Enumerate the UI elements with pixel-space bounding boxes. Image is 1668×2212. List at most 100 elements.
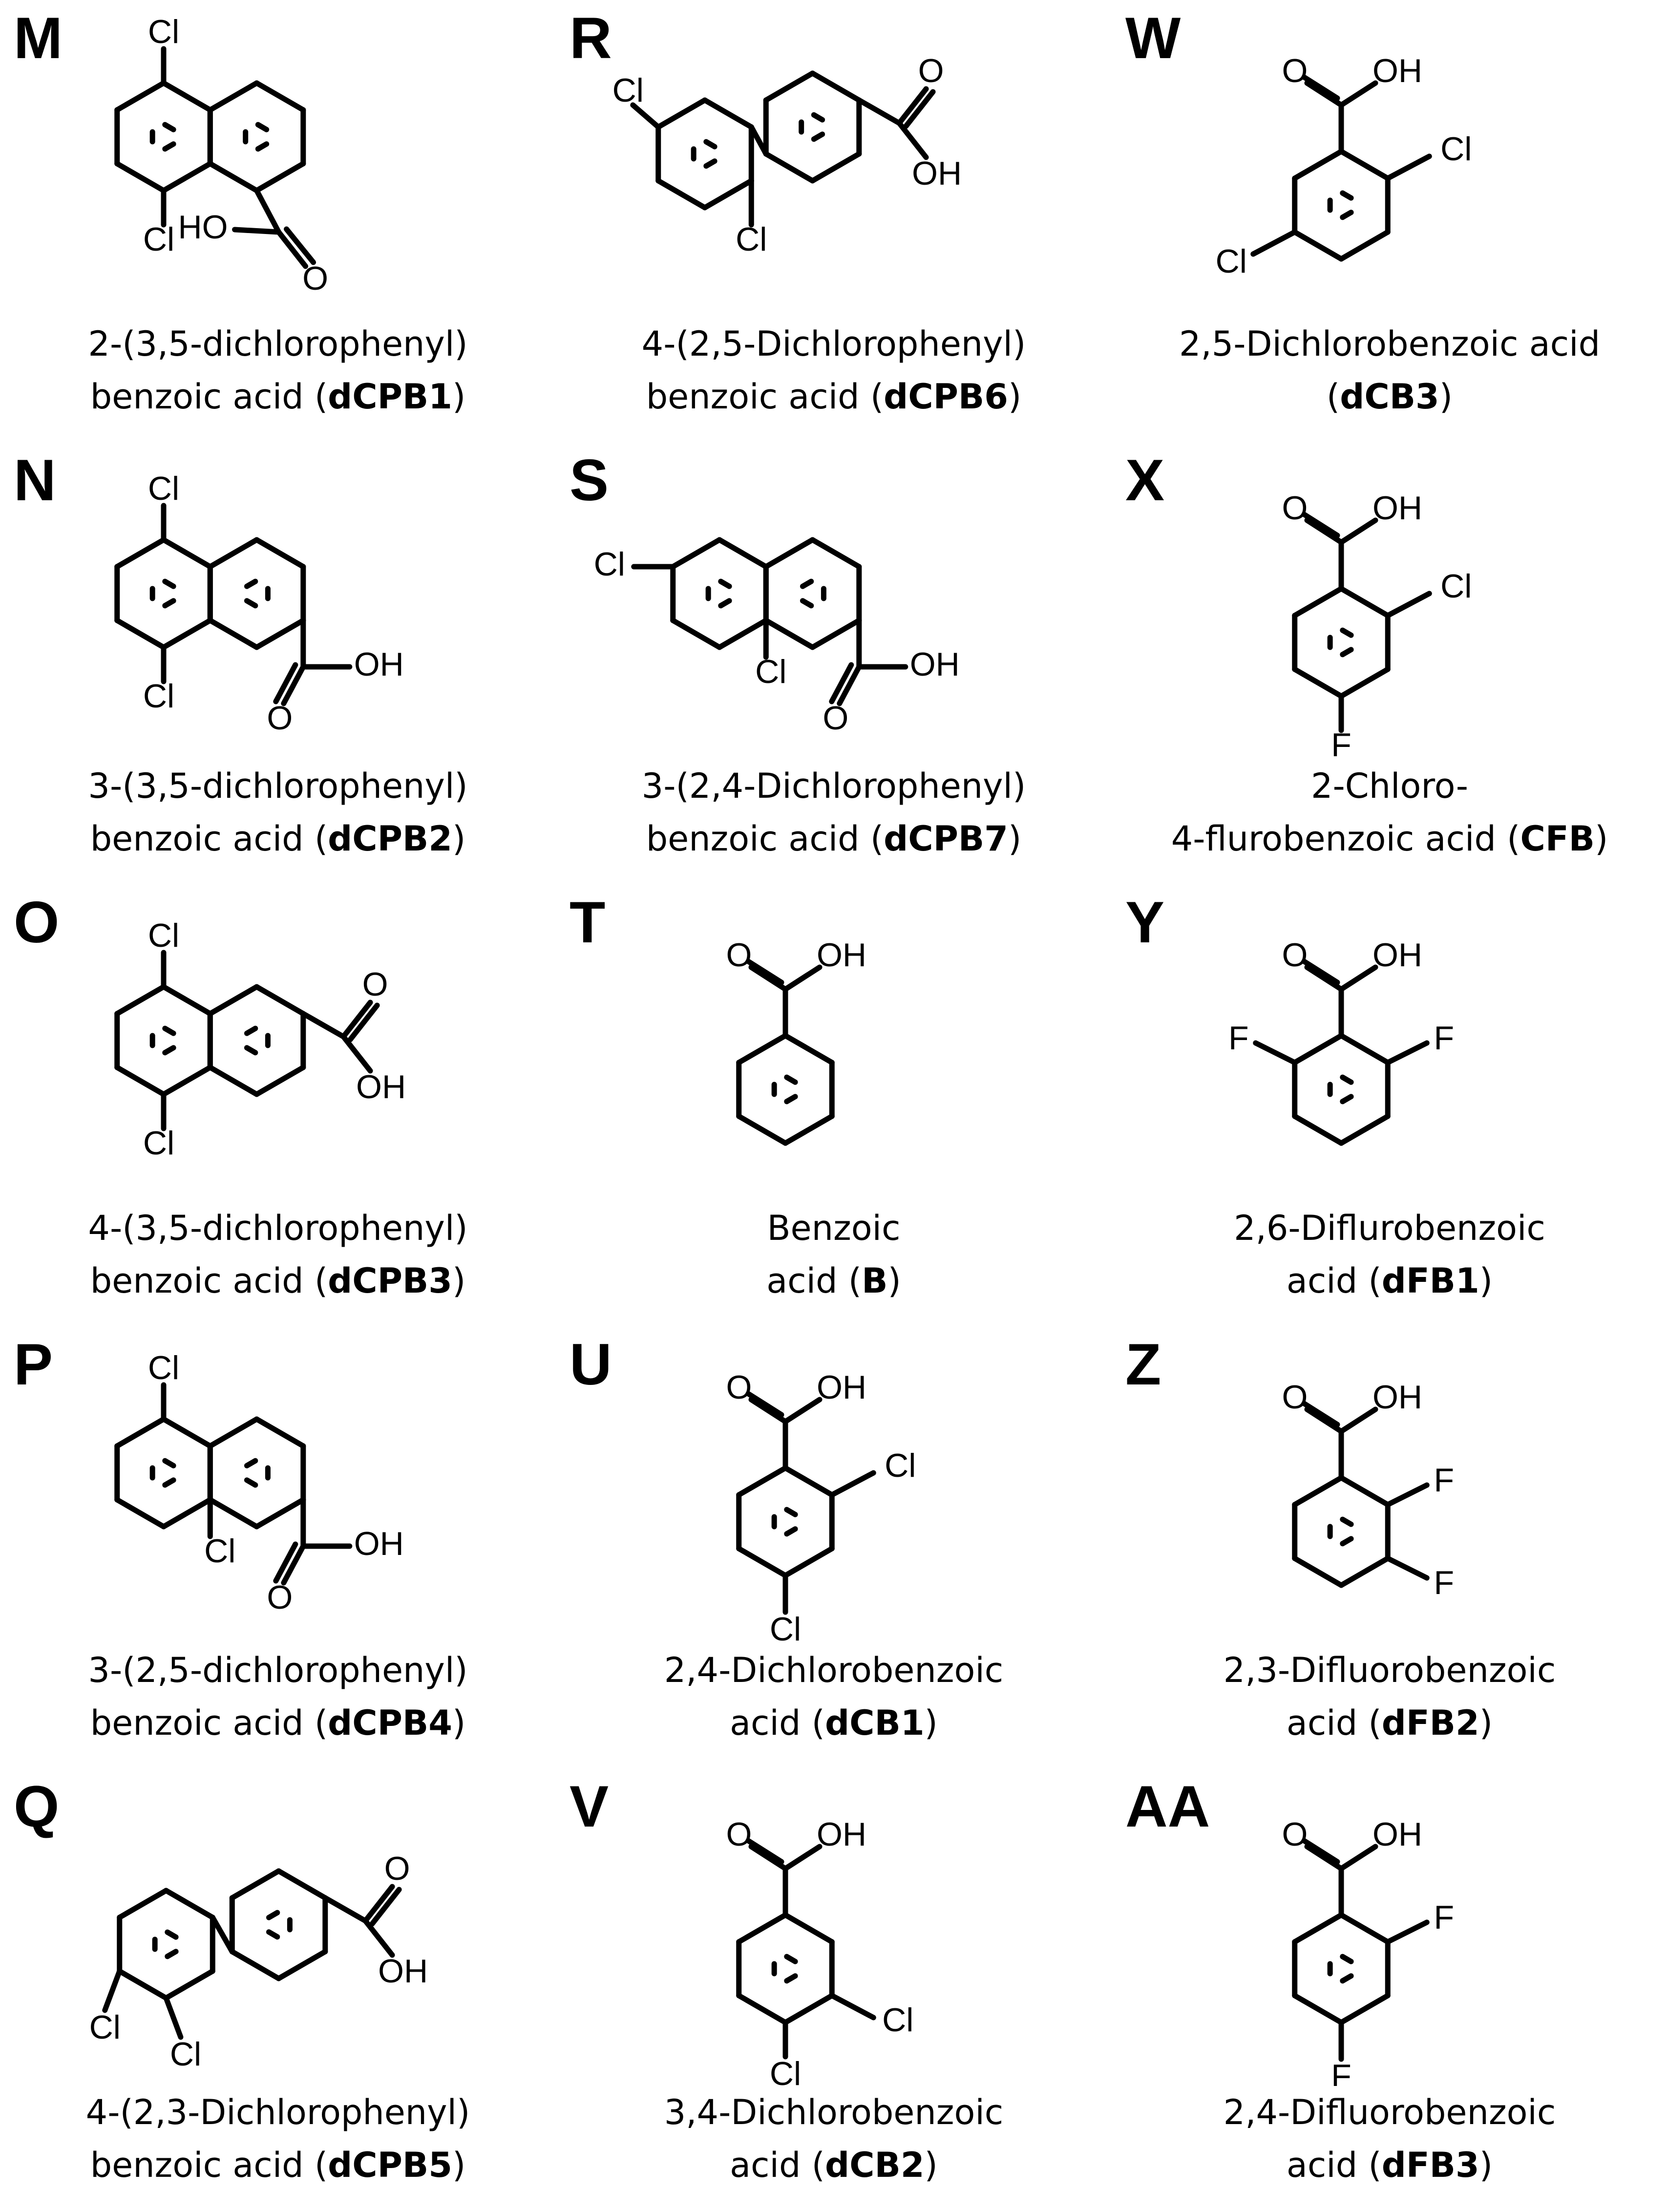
caption-line-2: benzoic acid (dCPB1): [0, 370, 556, 423]
caption-prefix: acid (: [1286, 1703, 1382, 1743]
right-ring-inner-bond: [811, 131, 825, 142]
right-ring-bond: [207, 161, 260, 193]
caption-prefix: benzoic acid (: [90, 819, 328, 859]
left-ring-bond: [702, 178, 754, 211]
oxygen-label: O: [726, 936, 752, 974]
left-ring-bond: [114, 1416, 167, 1449]
carboxyl-bond: [254, 188, 282, 235]
chlorine-label: Cl: [594, 546, 625, 583]
right-ring-inner-bond: [244, 578, 258, 589]
right-ring-bond: [229, 1949, 282, 1981]
caption-prefix: 4-flurobenzoic acid (: [1171, 819, 1520, 859]
carbonyl-bond: [1304, 964, 1344, 992]
caption-prefix: benzoic acid (: [90, 1703, 328, 1743]
benzene-ring-bond: [736, 1993, 788, 2025]
benzene-ring-bond: [782, 1546, 835, 1578]
chlorine-label-bond: [1250, 229, 1298, 257]
right-ring-bond: [254, 1064, 306, 1097]
benzene-ring-bond: [1292, 1113, 1344, 1146]
right-ring-bond: [207, 80, 260, 113]
oxygen-label: O: [384, 1850, 410, 1887]
caption-line-1: 2-Chloro-: [1311, 766, 1468, 806]
compound-caption: 3-(2,5-dichlorophenyl)benzoic acid (dCPB…: [0, 1644, 556, 1749]
left-ring-bond: [717, 537, 769, 570]
biaryl-bond: [210, 1914, 235, 1955]
carbonyl-double-bond: [347, 1002, 380, 1042]
caption-suffix: ): [452, 819, 466, 859]
panel-letter: Z: [1125, 1332, 1161, 1397]
caption-line-2: acid (dFB1): [1112, 1255, 1668, 1307]
right-ring-bond: [207, 1064, 260, 1097]
benzene-ring-inner-bond: [1340, 1516, 1354, 1527]
caption-line-2: 4-flurobenzoic acid (CFB): [1112, 812, 1668, 865]
compound-code: dCPB2: [328, 819, 452, 859]
carbonyl-bond: [281, 664, 306, 706]
compound-code: dCPB5: [328, 2145, 452, 2185]
caption-line-2: benzoic acid (dCPB3): [0, 1255, 556, 1307]
benzene-ring-bond: [782, 1993, 835, 2025]
right-ring-bond: [763, 70, 816, 103]
left-ring-bond: [161, 984, 213, 1017]
left-ring-bond: [655, 97, 708, 130]
benzene-ring-bond: [1292, 1912, 1344, 1945]
oxygen-label: O: [726, 1369, 752, 1406]
carboxyl-bond: [300, 1011, 346, 1040]
chlorine-label: Cl: [148, 917, 179, 954]
left-ring-bond: [114, 537, 167, 570]
carbonyl-double-bond: [745, 1391, 784, 1418]
compound-caption: 2,5-Dichlorobenzoic acid(dCB3): [1112, 318, 1668, 423]
left-ring-bond: [114, 80, 167, 113]
right-ring-bond: [254, 1416, 306, 1449]
right-ring-bond: [810, 70, 862, 103]
carbonyl-double-bond: [284, 226, 317, 265]
compound-code: dCPB7: [884, 819, 1008, 859]
caption-prefix: (: [1326, 377, 1340, 417]
hydroxyl-bond: [782, 964, 823, 992]
right-ring-bond: [254, 80, 306, 113]
chlorine-label-bond: [630, 102, 661, 130]
compound-code: dCB1: [824, 1703, 925, 1743]
compound-caption: 4-(3,5-dichlorophenyl)benzoic acid (dCPB…: [0, 1202, 556, 1307]
compound-code: dCB2: [824, 2145, 925, 2185]
right-ring-bond: [229, 1868, 282, 1901]
benzene-ring-inner-bond: [1340, 647, 1354, 658]
chlorine-label-bond: [102, 1968, 123, 2013]
benzene-ring-bond: [1292, 1993, 1344, 2025]
panel-letter: S: [570, 447, 609, 513]
right-ring-bond: [207, 617, 260, 650]
benzene-ring-inner-bond: [1340, 1973, 1354, 1984]
benzene-ring-bond: [1292, 229, 1344, 262]
benzene-ring-bond: [1338, 1033, 1391, 1065]
caption-suffix: ): [1479, 1261, 1493, 1301]
biaryl-bond: [748, 124, 769, 157]
carbonyl-bond: [1304, 1844, 1344, 1872]
compound-code: dFB1: [1381, 1261, 1479, 1301]
benzene-ring-bond: [782, 1912, 835, 1945]
right-ring-inner-bond: [244, 1045, 258, 1056]
chlorine-label: Cl: [770, 1611, 801, 1644]
right-ring-inner-bond: [266, 1929, 280, 1940]
fluorine-label: F: [1434, 1020, 1454, 1057]
panel-letter: N: [14, 447, 56, 513]
left-ring-inner-bond: [703, 139, 718, 149]
compound-code: dCPB3: [328, 1261, 452, 1301]
caption-line-2: benzoic acid (dCPB2): [0, 812, 556, 865]
left-ring-bond: [114, 1064, 167, 1097]
compound-code: dCPB6: [884, 377, 1008, 417]
hydroxyl-bond: [782, 1397, 823, 1425]
caption-line-2: acid (dCB2): [556, 2139, 1112, 2191]
caption-line-2: acid (dFB3): [1112, 2139, 1668, 2191]
caption-line-1: 3-(2,4-Dichlorophenyl): [641, 766, 1026, 806]
caption-suffix: ): [1008, 377, 1022, 417]
right-ring-inner-bond: [811, 112, 825, 123]
chlorine-label: Cl: [148, 13, 179, 50]
